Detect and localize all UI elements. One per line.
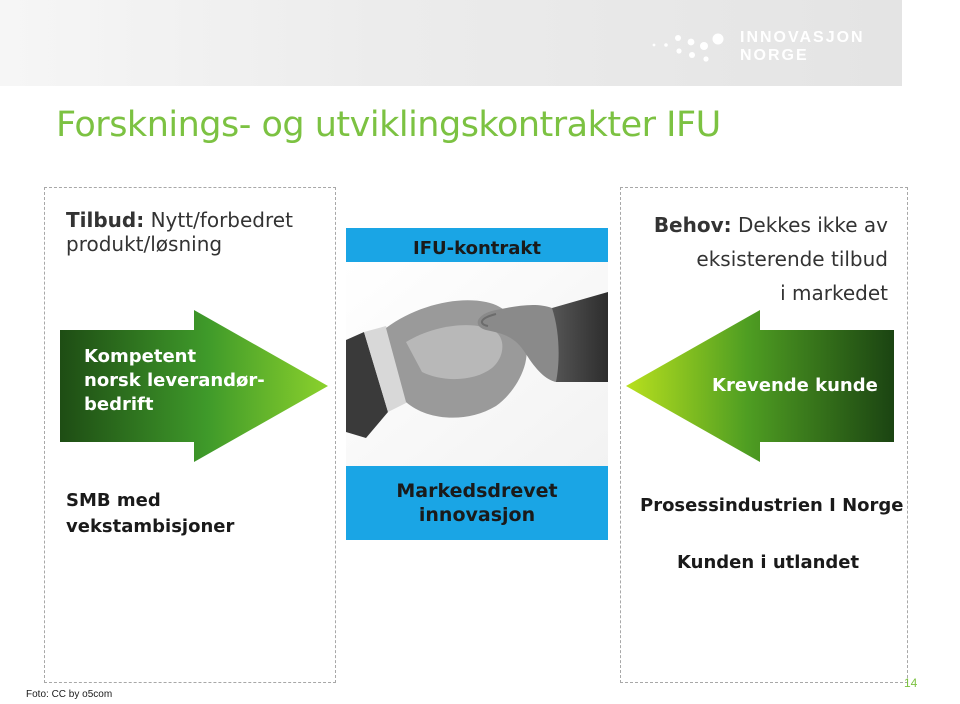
supplier-label-line-3: bedrift [84, 394, 154, 415]
ifu-contract-box: IFU-kontrakt [346, 228, 608, 268]
header-edge [902, 0, 960, 86]
header-bar [0, 0, 960, 86]
supplier-segment-text: SMB med vekstambisjoner [66, 488, 234, 540]
need-text: Behov: Dekkes ikke av eksisterende tilbu… [630, 208, 888, 310]
supplier-label-line-1: Kompetent [84, 346, 197, 367]
slide-title: Forsknings- og utviklingskontrakter IFU [56, 105, 721, 145]
supplier-arrow [60, 310, 328, 462]
photo-credit: Foto: CC by o5com [26, 689, 113, 700]
brand-line-2: NORGE [740, 47, 809, 64]
offer-text: Tilbud: Nytt/forbedret produkt/løsning [66, 208, 326, 256]
handshake-photo [346, 262, 608, 476]
supplier-label-line-2: norsk leverandør- [84, 370, 265, 391]
need-line-1: Behov: Dekkes ikke av [630, 208, 888, 242]
customer-arrow-label: Krevende kunde [712, 375, 878, 396]
offer-label: Tilbud: [66, 208, 145, 232]
brand-line-1: INNOVASJON [740, 29, 865, 46]
market-innovation-line-1: Markedsdrevet [396, 480, 558, 502]
customer-arrow [626, 310, 894, 462]
logo-dots-icon [652, 33, 724, 62]
left-column-frame [44, 187, 336, 683]
right-column-frame [620, 187, 908, 683]
need-line-1-rest: Dekkes ikke av [731, 213, 888, 237]
market-innovation-box: Markedsdrevet innovasjon [346, 466, 608, 540]
supplier-arrow-label: Kompetent norsk leverandør- bedrift [84, 345, 265, 417]
ifu-contract-label: IFU-kontrakt [413, 237, 541, 259]
logo-wordmark: INNOVASJON NORGE [740, 29, 865, 65]
customer-segment-1: Prosessindustrien I Norge [640, 495, 904, 516]
innovasjon-norge-logo: INNOVASJON NORGE [648, 26, 863, 70]
supplier-segment-line-2: vekstambisjoner [66, 516, 235, 537]
need-line-2: eksisterende tilbud [696, 247, 888, 271]
offer-description: Nytt/forbedret produkt/løsning [66, 208, 293, 256]
customer-segment-2: Kunden i utlandet [677, 552, 860, 573]
page-number: 14 [904, 676, 918, 690]
supplier-segment-line-1: SMB med [66, 490, 161, 511]
need-label: Behov: [653, 213, 732, 237]
market-innovation-line-2: innovasjon [418, 504, 536, 526]
need-line-3: i markedet [780, 281, 888, 305]
